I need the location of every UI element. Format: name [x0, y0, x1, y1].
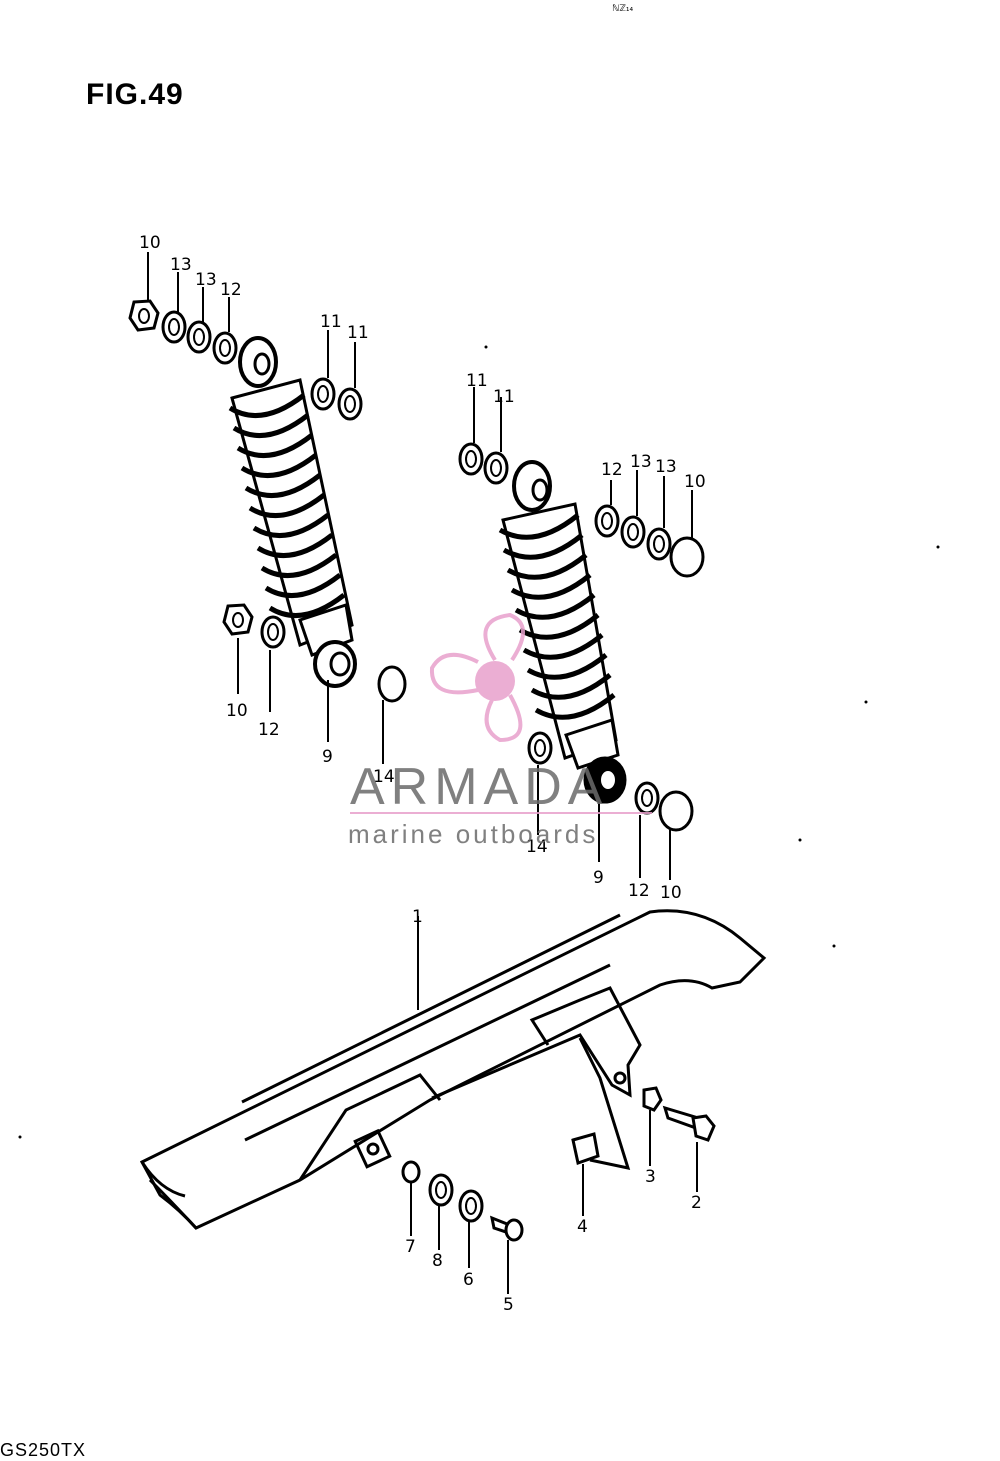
callout-label: 14: [526, 837, 548, 857]
leader-lines: [147, 252, 698, 1294]
callout-label: 5: [503, 1295, 514, 1315]
callout-label: 4: [577, 1217, 588, 1237]
callout-label: 11: [493, 387, 515, 407]
callout-label: 10: [660, 883, 682, 903]
callout-label: 9: [593, 868, 604, 888]
callout-label: 11: [320, 312, 342, 332]
callout-label: 14: [373, 767, 395, 787]
callout-label: 13: [655, 457, 677, 477]
callout-label: 12: [628, 881, 650, 901]
callout-label: 13: [630, 452, 652, 472]
callout-label: 12: [220, 280, 242, 300]
callout-label: 11: [466, 371, 488, 391]
figure-title: FIG.49: [86, 78, 184, 111]
propeller-logo: [429, 612, 525, 743]
callout-label: 10: [139, 233, 161, 253]
watermark-tagline: marine outboards: [348, 819, 598, 849]
callout-label: 13: [170, 255, 192, 275]
callout-label: 7: [405, 1237, 416, 1257]
chain-case: [139, 909, 767, 1230]
callout-label: 10: [684, 472, 706, 492]
callout-label: 11: [347, 323, 369, 343]
callout-label: 6: [463, 1270, 474, 1290]
callout-label: 9: [322, 747, 333, 767]
armada-watermark: ARMADA marine outboards: [348, 612, 652, 849]
model-code: GS250TX: [0, 1440, 87, 1460]
chain-case-fasteners: [401, 1086, 716, 1242]
callout-label: 12: [601, 460, 623, 480]
callout-label: 13: [195, 270, 217, 290]
right-shock-hardware: [458, 442, 705, 832]
right-shock-absorber: [498, 460, 627, 804]
callout-label: 3: [645, 1167, 656, 1187]
left-shock-absorber: [228, 336, 357, 688]
callout-label: 8: [432, 1251, 443, 1271]
top-mark: ℕℤ₁₄: [612, 4, 634, 14]
callout-label: 2: [691, 1193, 702, 1213]
callout-label: 10: [226, 701, 248, 721]
callout-label: 1: [412, 907, 423, 927]
callout-labels: 10 13 13 12 11 11 10 12 9 14 11 11 12 13…: [139, 233, 706, 1315]
scan-dots: [18, 345, 940, 1139]
left-upper-hardware: [128, 299, 407, 703]
callout-label: 12: [258, 720, 280, 740]
watermark-name: ARMADA: [350, 758, 608, 816]
